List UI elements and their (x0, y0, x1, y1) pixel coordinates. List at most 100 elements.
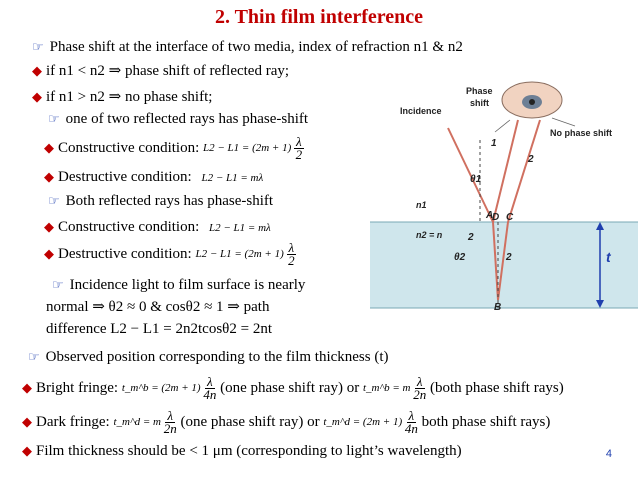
n1-label: n1 (416, 200, 427, 210)
thickness-label: t (606, 249, 612, 265)
denominator: 2n (413, 387, 427, 402)
constructive-condition-both: ◆Constructive condition: L2 − L1 = mλ (44, 218, 271, 237)
reflected-ray-1 (492, 119, 519, 223)
diamond-bullet-icon: ◆ (32, 90, 42, 105)
ray-2-upper-label: 2 (527, 154, 534, 165)
fringe-note: both phase shift rays) (421, 413, 551, 430)
slide-title: 2. Thin film interference (214, 6, 424, 28)
refracted-ray-up (497, 221, 509, 301)
refracted-ray-down (492, 221, 499, 301)
bullet-normal-incidence: ☞ Incidence light to film surface is near… (52, 276, 305, 295)
condition-label: Constructive condition: (58, 219, 200, 235)
numerator: λ (294, 134, 304, 149)
bullet-text: Film thickness should be < 1 μm (corresp… (36, 443, 462, 459)
incidence-label: Incidence (400, 106, 442, 116)
formula-text: L2 − L1 = (2m + 1) (202, 142, 292, 155)
denominator: 2 (295, 147, 303, 162)
phase-shift-label-2: shift (470, 98, 489, 108)
film-layer (370, 222, 638, 308)
denominator: 2 (288, 253, 295, 268)
formula-text: L2 − L1 = mλ (201, 171, 264, 184)
arrow-down-icon (596, 300, 604, 308)
pointing-hand-icon: ☞ (52, 278, 64, 293)
bullet-observed-position: ☞Observed position corresponding to the … (28, 348, 389, 367)
bullet-n1-greater-n2: ◆ if n1 > n2 ⇒ no phase shift; (32, 88, 212, 107)
pointing-hand-icon: ☞ (28, 350, 40, 365)
diamond-bullet-icon: ◆ (44, 140, 54, 156)
phase-shift-label-1: Phase (466, 86, 493, 96)
ray-1-label: 1 (491, 138, 497, 149)
bullet-text: Incidence light to film surface is nearl… (69, 277, 306, 293)
pointing-hand-icon: ☞ (48, 194, 60, 209)
diamond-bullet-icon: ◆ (22, 414, 32, 430)
bullet-text: if n1 > n2 ⇒ no phase shift; (46, 89, 213, 105)
phase-shift-callout (494, 119, 511, 133)
fringe-label: Dark fringe: (36, 413, 110, 430)
arrow-up-icon (596, 222, 604, 230)
diamond-bullet-icon: ◆ (32, 64, 42, 79)
pointing-hand-icon: ☞ (32, 40, 44, 55)
numerator: λ (406, 408, 417, 423)
point-a-label: A (485, 210, 493, 221)
pointing-hand-icon: ☞ (48, 112, 60, 127)
condition-label: Destructive condition: (58, 169, 192, 185)
bullet-text: if n1 < n2 ⇒ phase shift of reflected ra… (46, 63, 290, 79)
diamond-bullet-icon: ◆ (22, 444, 32, 459)
bullet-text: one of two reflected rays has phase-shif… (65, 111, 309, 127)
formula-text: t_m^d = (2m + 1) (323, 416, 403, 429)
point-c-label: C (506, 212, 514, 223)
bullet-text: Phase shift at the interface of two medi… (49, 39, 463, 55)
condition-label: Constructive condition: (58, 139, 200, 156)
numerator: λ (414, 374, 425, 389)
fringe-note: (one phase shift ray) or (180, 413, 320, 430)
diamond-bullet-icon: ◆ (44, 246, 54, 262)
destructive-condition-one: ◆Destructive condition: L2 − L1 = mλ (44, 168, 263, 187)
no-phase-shift-callout (551, 117, 576, 127)
no-phase-shift-label: No phase shift (550, 128, 612, 138)
reflected-ray-2 (507, 119, 541, 223)
incident-ray (447, 127, 494, 223)
thin-film-diagram: Incidence Phase shift No phase shift n1 … (370, 81, 638, 313)
point-d-label: D (492, 212, 499, 223)
formula-text: L2 − L1 = (2m + 1) (195, 248, 284, 261)
theta2-label: θ2 (454, 252, 466, 263)
formula-text: t_m^b = m (362, 382, 411, 395)
ray-2-mid-label: 2 (467, 232, 474, 243)
point-b-label: B (494, 302, 501, 313)
numerator: λ (165, 408, 176, 423)
bullet-n1-less-n2: ◆ if n1 < n2 ⇒ phase shift of reflected r… (32, 62, 289, 81)
denominator: 4n (404, 421, 418, 436)
theta1-label: θ1 (470, 174, 482, 185)
denominator: 2n (163, 421, 177, 436)
n2-label: n2 = n (416, 230, 443, 240)
eye-icon (501, 81, 563, 119)
fringe-label: Bright fringe: (36, 379, 119, 396)
fringe-note: (one phase shift ray) or (220, 379, 360, 396)
formula-text: t_m^b = (2m + 1) (121, 382, 201, 395)
destructive-condition-both: ◆Destructive condition: L2 − L1 = (2m + … (44, 241, 297, 268)
denominator: 4n (203, 387, 217, 402)
numerator: λ (205, 374, 215, 389)
film-thickness-line: ◆ Film thickness should be < 1 μm (corres… (22, 442, 462, 461)
page-number: 4 (605, 448, 612, 460)
normal-incidence-line-2: normal ⇒ θ2 ≈ 0 & cosθ2 ≈ 1 ⇒ path (46, 299, 270, 315)
condition-label: Destructive condition: (58, 245, 192, 262)
fringe-note: (both phase shift rays) (429, 379, 564, 396)
ray-2-right-label: 2 (505, 252, 512, 263)
bullet-text: Both reflected rays has phase-shift (65, 193, 274, 209)
bullet-both-rays-phase-shift: ☞ Both reflected rays has phase-shift (48, 192, 273, 211)
bullet-phase-shift-intro: ☞ Phase shift at the interface of two med… (32, 38, 463, 57)
bullet-one-ray-phase-shift: ☞ one of two reflected rays has phase-shi… (48, 110, 308, 129)
